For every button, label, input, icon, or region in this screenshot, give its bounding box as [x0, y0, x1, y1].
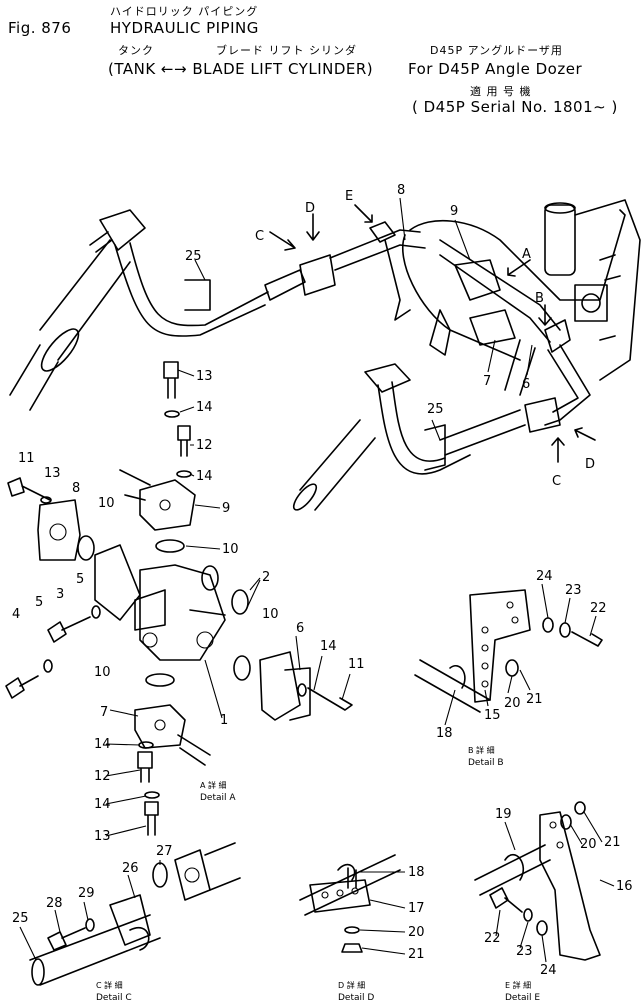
part-24-e: 24	[540, 963, 557, 978]
part-5-a1: 5	[76, 572, 84, 587]
serial-number: ( D45P Serial No. 1801∼ )	[412, 98, 618, 116]
part-3-a: 3	[56, 587, 64, 602]
part-14-a3: 14	[320, 639, 337, 654]
detail-c-jp: C 詳 細	[96, 980, 123, 990]
serial-japanese: 適 用 号 機	[470, 85, 532, 98]
part-15-b: 15	[484, 708, 501, 723]
part-14-a: 14	[196, 400, 213, 415]
title-japanese: ハイドロリック パイピング	[110, 5, 259, 18]
part-6-upper: 6	[522, 377, 530, 392]
part-1-a: 1	[220, 713, 228, 728]
part-11-a2: 11	[348, 657, 365, 672]
part-13-a3: 13	[94, 829, 111, 844]
callout-e: E	[345, 189, 353, 204]
detail-a-drawing	[5, 361, 353, 836]
callout-c-upper: C	[255, 229, 264, 244]
part-19-e: 19	[495, 807, 512, 822]
callout-b: B	[535, 291, 544, 306]
lower-hoses	[292, 344, 591, 511]
part-11-a: 11	[18, 451, 35, 466]
part-18-d: 18	[408, 865, 425, 880]
upper-hoses	[114, 221, 426, 337]
part-10-a2: 10	[98, 496, 115, 511]
figure-label: Fig. 876	[8, 19, 72, 37]
detail-e-drawing	[474, 801, 601, 961]
detail-a-jp: A 詳 細	[200, 780, 227, 790]
part-5-a2: 5	[35, 595, 43, 610]
part-18-b: 18	[436, 726, 453, 741]
part-21-e: 21	[604, 835, 621, 850]
detail-c-en: Detail C	[96, 993, 132, 1003]
model-applicability: For D45P Angle Dozer	[408, 60, 583, 78]
callout-a: A	[522, 247, 531, 262]
part-21-b: 21	[526, 692, 543, 707]
detail-e-jp: E 詳 細	[505, 980, 531, 990]
detail-e-en: Detail E	[505, 993, 540, 1003]
part-8-upper: 8	[397, 183, 405, 198]
reference-arrows	[269, 204, 596, 463]
part-7-a: 7	[100, 705, 108, 720]
subtitle-english: (TANK ←→ BLADE LIFT CYLINDER)	[108, 60, 374, 78]
left-cylinder-drawing	[9, 209, 146, 411]
detail-d-drawing	[299, 854, 401, 953]
detail-a-en: Detail A	[200, 793, 236, 803]
part-12-a2: 12	[94, 769, 111, 784]
part-20-e: 20	[580, 837, 597, 852]
part-10-a1: 10	[222, 542, 239, 557]
detail-c-drawing	[29, 842, 241, 986]
part-23-e: 23	[516, 944, 533, 959]
detail-b-en: Detail B	[468, 758, 504, 768]
callout-d-lower: D	[585, 457, 595, 472]
detail-b-drawing	[414, 589, 603, 713]
part-20-d: 20	[408, 925, 425, 940]
part-14-a2: 14	[196, 469, 213, 484]
part-28-c: 28	[46, 896, 63, 911]
callout-d-upper: D	[305, 201, 315, 216]
part-16-e: 16	[616, 879, 633, 894]
part-23-b: 23	[565, 583, 582, 598]
part-8-a: 8	[72, 481, 80, 496]
part-27-c: 27	[156, 844, 173, 859]
part-13-a: 13	[196, 369, 213, 384]
part-26-c: 26	[122, 861, 139, 876]
part-14-a5: 14	[94, 797, 111, 812]
part-13-a2: 13	[44, 466, 61, 481]
subtitle-japanese-cylinder: ブレード リフト シリンダ	[216, 44, 357, 57]
part-7-upper: 7	[483, 374, 491, 389]
part-10-a3: 10	[262, 607, 279, 622]
part-29-c: 29	[78, 886, 95, 901]
part-6-a: 6	[296, 621, 304, 636]
subtitle-japanese-tank: タンク	[118, 44, 154, 57]
callout-c-lower: C	[552, 474, 561, 489]
title-english: HYDRAULIC PIPING	[110, 19, 259, 37]
part-25-lower: 25	[427, 402, 444, 417]
leader-lines	[19, 197, 615, 963]
part-9-a: 9	[222, 501, 230, 516]
part-2-a: 2	[262, 570, 270, 585]
part-21-d: 21	[408, 947, 425, 962]
detail-d-jp: D 詳 細	[338, 980, 365, 990]
part-9-upper: 9	[450, 204, 458, 219]
detail-b-jp: B 詳 細	[468, 745, 495, 755]
part-22-e: 22	[484, 931, 501, 946]
part-24-b: 24	[536, 569, 553, 584]
subtitle-japanese-model: D45P アングルドーザ用	[430, 44, 563, 57]
part-4-a: 4	[12, 607, 20, 622]
tank-drawing	[384, 199, 641, 396]
part-25-upper: 25	[185, 249, 202, 264]
part-10-a4: 10	[94, 665, 111, 680]
detail-d-en: Detail D	[338, 993, 374, 1003]
part-20-b: 20	[504, 696, 521, 711]
part-12-a: 12	[196, 438, 213, 453]
part-22-b: 22	[590, 601, 607, 616]
part-25-c: 25	[12, 911, 29, 926]
part-17-d: 17	[408, 901, 425, 916]
part-14-a4: 14	[94, 737, 111, 752]
